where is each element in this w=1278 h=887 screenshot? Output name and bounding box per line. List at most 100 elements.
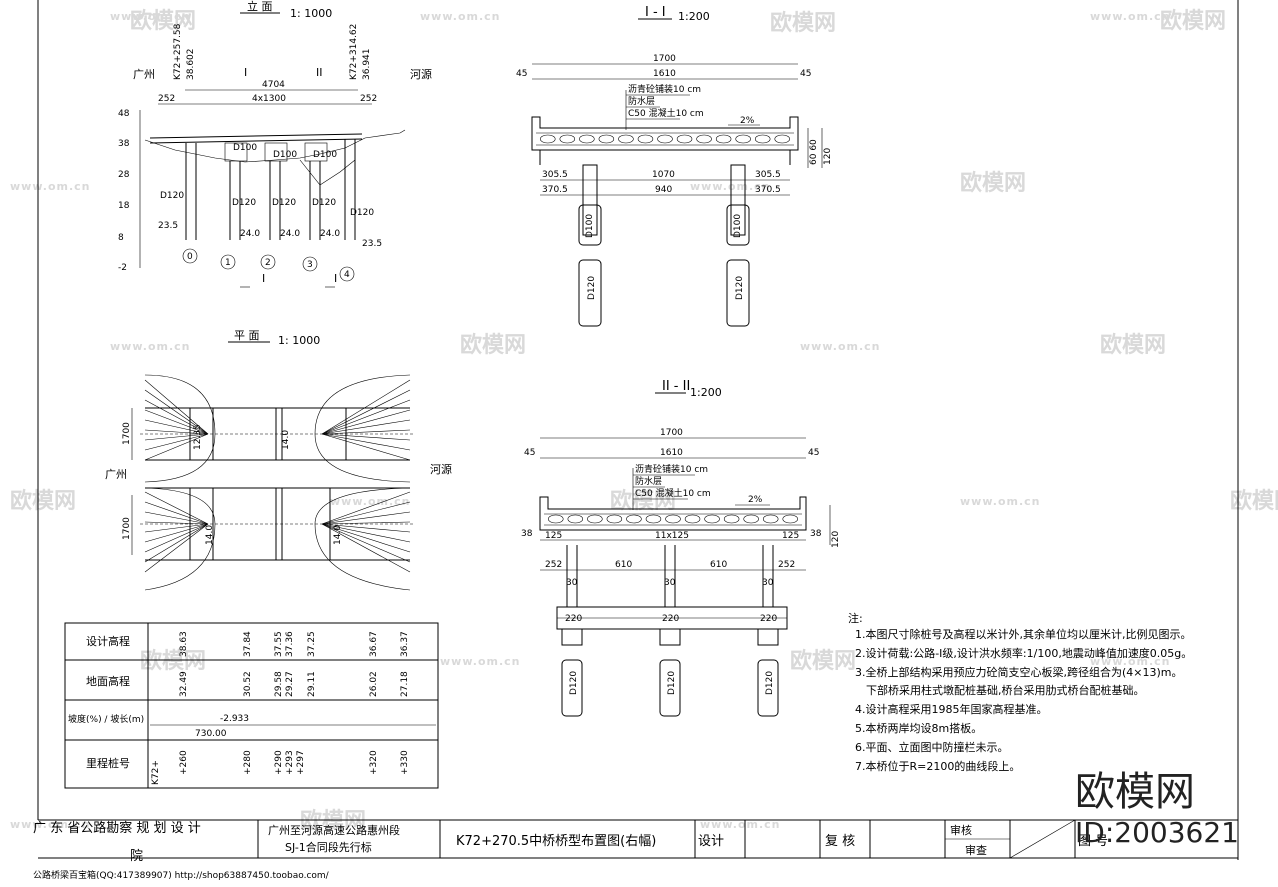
section1-height: 60 60 [809, 139, 819, 165]
bottom-elev: 24.0 [240, 229, 260, 239]
watermark-url: www.om.cn [110, 340, 191, 353]
watermark-brand: 欧模网 [1230, 488, 1278, 514]
hollow-cell [762, 514, 779, 524]
hollow-cell [637, 134, 654, 144]
section1-layer: C50 混凝土10 cm [628, 107, 704, 119]
elevation-view: 立 面 1: 1000 广州 河源 K72+257.58 38.602 K72+… [118, 0, 432, 288]
hatch-line [144, 433, 209, 441]
hatch-line [144, 433, 209, 461]
section2-beam-mark: 220 [565, 614, 582, 624]
plan-view: 平 面 1: 1000 广州 河源 1700 1700 12.35 [105, 329, 452, 591]
section-mark-small: I [262, 272, 265, 285]
pier-number: 4 [344, 270, 350, 280]
bottom-elev: 23.5 [158, 221, 178, 231]
hollow-cell [704, 514, 720, 524]
level-label: 28 [118, 170, 130, 180]
design-elev-value: 36.67 [369, 631, 379, 657]
design-elev-value: 37.36 [285, 631, 295, 657]
hatch-line [144, 399, 209, 435]
row-label-stake: 里程桩号 [86, 756, 130, 770]
org-name-suffix: 院 [130, 849, 143, 864]
elevation-dim-total: 4704 [262, 80, 285, 90]
hatch-line [144, 523, 209, 573]
section2-plate: 125 [545, 531, 562, 541]
hatch-line [321, 501, 411, 525]
contract-name: SJ-1合同段先行标 [285, 840, 372, 854]
hollow-cell [626, 514, 642, 524]
hatch-line [321, 433, 411, 441]
plan-left-place: 广州 [105, 468, 127, 481]
watermark-url: www.om.cn [1090, 10, 1171, 23]
pile-label: D120 [160, 191, 184, 201]
section1-dim-lower: 305.5 [755, 170, 781, 180]
hatch-line [144, 501, 209, 525]
hatch-line [321, 491, 411, 525]
watermark-url: www.om.cn [700, 818, 781, 831]
slope-length: 730.00 [195, 729, 227, 739]
section2-height: 120 [831, 531, 841, 548]
section1-dim-lower2: 370.5 [755, 185, 781, 195]
cap-label: D100 [313, 150, 337, 160]
section2-hollow-cells [548, 514, 798, 524]
hatch-line [144, 523, 209, 563]
design-elev-value: 38.63 [179, 631, 189, 657]
stake-value: +297 [296, 750, 306, 775]
section2-side-dim: 38 [810, 529, 822, 539]
cap-label: D100 [273, 150, 297, 160]
hatch-line [144, 433, 209, 451]
hollow-cell [548, 514, 564, 524]
plan-inner-dim: 14.0 [333, 525, 343, 545]
stake-value: K72+ [151, 760, 161, 785]
bottom-elev: 24.0 [280, 229, 300, 239]
section2-plate: 11x125 [655, 531, 689, 541]
elev-left: 38.602 [186, 49, 196, 81]
review-label: 审核 [950, 823, 972, 837]
section1-dim-total: 1700 [653, 54, 676, 64]
slope-value: -2.933 [220, 714, 249, 724]
design-elev-value: 37.25 [307, 631, 317, 657]
hatch-line [144, 429, 209, 435]
section1-slope: 2% [740, 116, 755, 126]
design-elev-value: 37.55 [274, 631, 284, 657]
title-block: 广 东 省公路勘察 规 划 设 计 院 广州至河源高速公路惠州段 SJ-1合同段… [33, 819, 1108, 881]
hollow-cell [782, 514, 798, 524]
section-mark-2: II [316, 66, 323, 79]
pier-number: 2 [265, 258, 271, 268]
watermark-url: www.om.cn [1090, 655, 1171, 668]
section1-scale: 1:200 [678, 10, 710, 23]
section1-dim-road: 1610 [653, 69, 676, 79]
plan-scale: 1: 1000 [278, 334, 320, 347]
hatch-line [321, 379, 411, 435]
pile-label: D120 [350, 208, 374, 218]
section2-layer: C50 混凝土10 cm [635, 487, 711, 499]
hatch-line [144, 491, 209, 525]
elevation-dim-end-left: 252 [158, 94, 175, 104]
section1-dim-edge: 45 [800, 69, 811, 79]
watermark-url: www.om.cn [420, 10, 501, 23]
note-item: 5.本桥两岸均设8m搭板。 [855, 721, 982, 735]
watermark-url: www.om.cn [800, 340, 881, 353]
stake-value: +260 [179, 750, 189, 775]
watermark-url: www.om.cn [330, 495, 411, 508]
hatch-line [144, 523, 209, 553]
sheet-frame [37, 0, 1239, 860]
row-label-ground-elev: 地面高程 [86, 674, 130, 688]
section2-pile-label: D120 [569, 671, 579, 695]
hatch-line [144, 409, 209, 435]
note-item: 2.设计荷载:公路-I级,设计洪水频率:1/100,地震动峰值加速度0.05g。 [855, 646, 1192, 660]
hollow-cell [598, 134, 615, 144]
pier-number: 3 [307, 260, 313, 270]
plan-right-place: 河源 [430, 462, 452, 476]
watermark-brand: 欧模网 [1160, 8, 1226, 34]
note-item: 7.本桥位于R=2100的曲线段上。 [855, 759, 1020, 773]
level-label: 38 [118, 139, 130, 149]
section2-col-dim: 252 [545, 560, 562, 570]
section1-dim-lower2: 940 [655, 185, 672, 195]
section1-dim-edge: 45 [516, 69, 527, 79]
ground-elev-value: 29.27 [285, 671, 295, 697]
watermark-brand: 欧模网 [460, 332, 526, 358]
section2-col-width: 30 [762, 578, 774, 588]
elev-right: 36.941 [362, 49, 372, 81]
design-elev-value: 37.84 [243, 631, 253, 657]
ground-elev-values: 32.49 30.52 29.58 29.27 29.11 26.02 27.1… [179, 671, 410, 697]
